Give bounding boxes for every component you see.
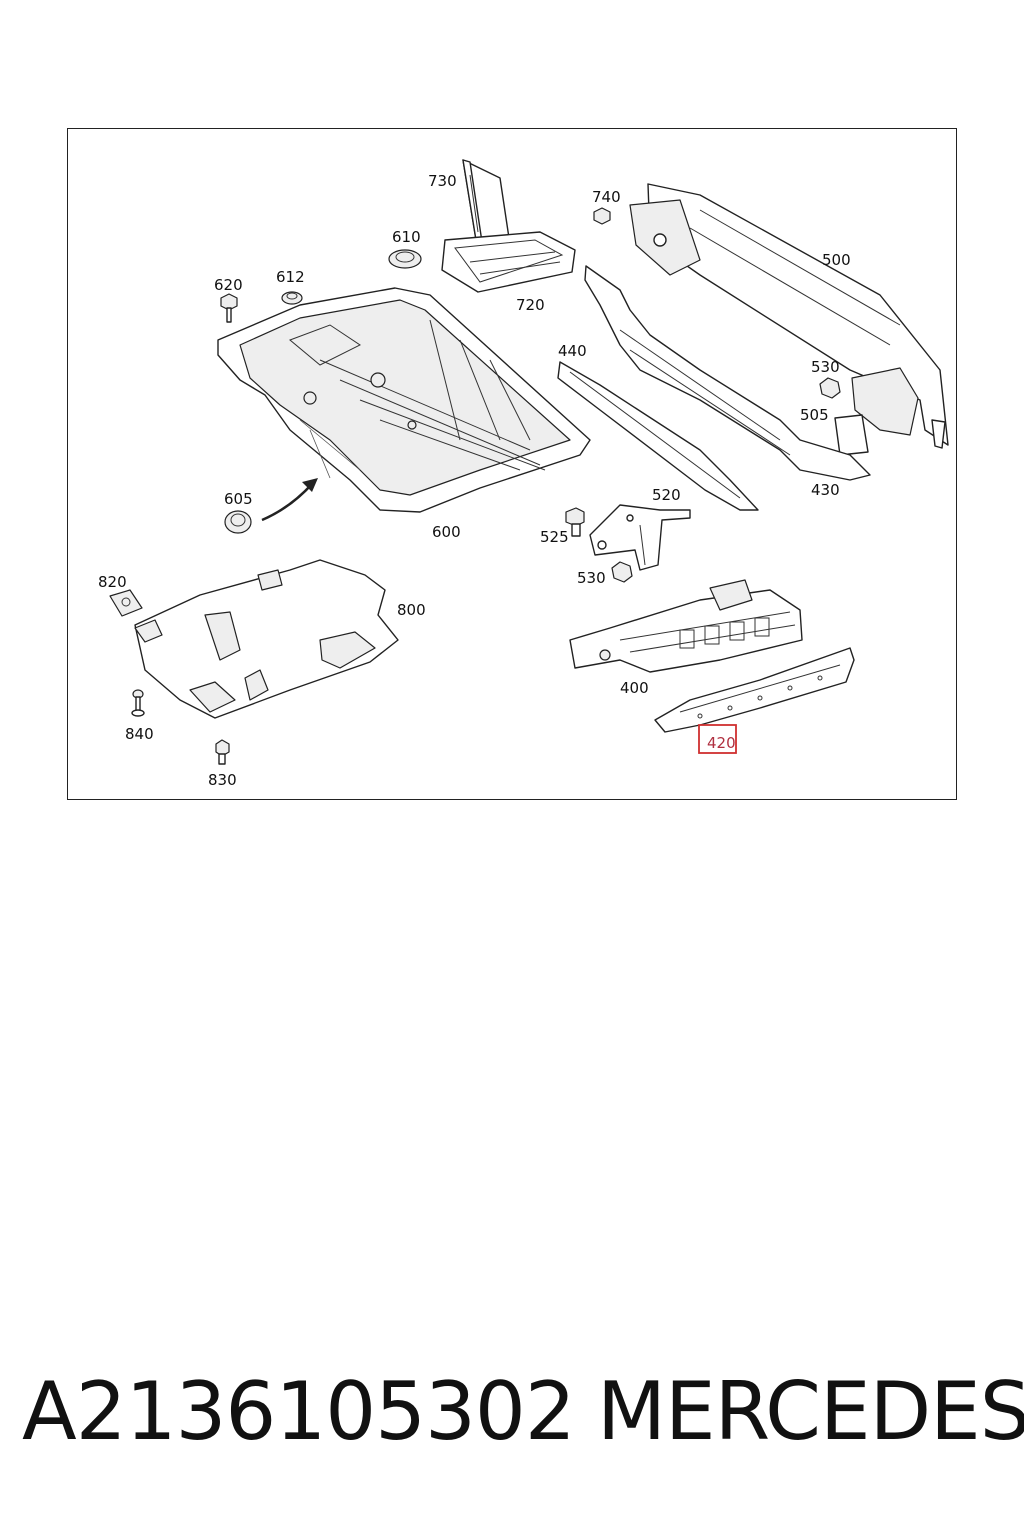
part-720-tray	[441, 231, 576, 293]
callout-612: 612	[276, 268, 305, 286]
callout-520: 520	[652, 486, 681, 504]
callout-430: 430	[811, 481, 840, 499]
brand-name: MERCEDES	[597, 1365, 1024, 1458]
arrow-605-to-600	[261, 478, 318, 522]
part-505-plate	[834, 414, 869, 456]
part-530-nut-upper	[819, 377, 841, 399]
callout-800: 800	[397, 601, 426, 619]
part-612-grommet	[281, 291, 303, 305]
part-610-plug	[388, 249, 422, 269]
highlight-box-420	[698, 724, 737, 754]
callout-730: 730	[428, 172, 457, 190]
callout-600: 600	[432, 523, 461, 541]
part-420-side-member	[654, 647, 855, 733]
callout-400: 400	[620, 679, 649, 697]
callout-500: 500	[822, 251, 851, 269]
callout-830: 830	[208, 771, 237, 789]
callout-525: 525	[540, 528, 569, 546]
callout-620: 620	[214, 276, 243, 294]
part-620-bolt	[220, 293, 238, 323]
part-500-crossmember	[629, 183, 949, 449]
callout-720: 720	[516, 296, 545, 314]
part-740-nut	[593, 207, 611, 225]
part-820-clip	[109, 589, 143, 617]
part-number: A2136105302	[22, 1365, 576, 1458]
callout-610: 610	[392, 228, 421, 246]
part-530-nut-lower	[611, 561, 633, 583]
part-430-rail	[584, 265, 871, 481]
diagram-frame	[67, 128, 957, 800]
callout-420[interactable]: 420	[707, 734, 736, 752]
callout-740: 740	[592, 188, 621, 206]
callout-820: 820	[98, 573, 127, 591]
callout-840: 840	[125, 725, 154, 743]
part-605-nut	[224, 510, 252, 534]
callout-605: 605	[224, 490, 253, 508]
part-600-tub	[217, 287, 591, 513]
part-525-bolt	[565, 507, 585, 537]
callout-530-upper: 530	[811, 358, 840, 376]
part-440-strip	[557, 361, 759, 511]
part-830-bolt	[215, 739, 230, 765]
part-400-floor-frame	[569, 579, 803, 673]
callout-505: 505	[800, 406, 829, 424]
part-520-bracket	[589, 504, 691, 571]
callout-440: 440	[558, 342, 587, 360]
part-840-clip	[131, 689, 145, 717]
part-800-underbody-panel	[134, 559, 399, 719]
callout-530-lower: 530	[577, 569, 606, 587]
